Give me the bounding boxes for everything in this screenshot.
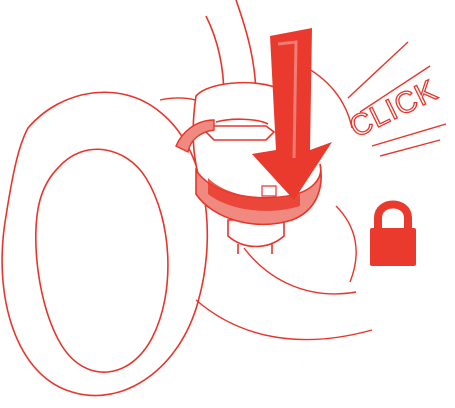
disc-outline (2, 92, 207, 395)
click-label: CLICK (345, 74, 443, 145)
padlock-icon (370, 205, 416, 267)
